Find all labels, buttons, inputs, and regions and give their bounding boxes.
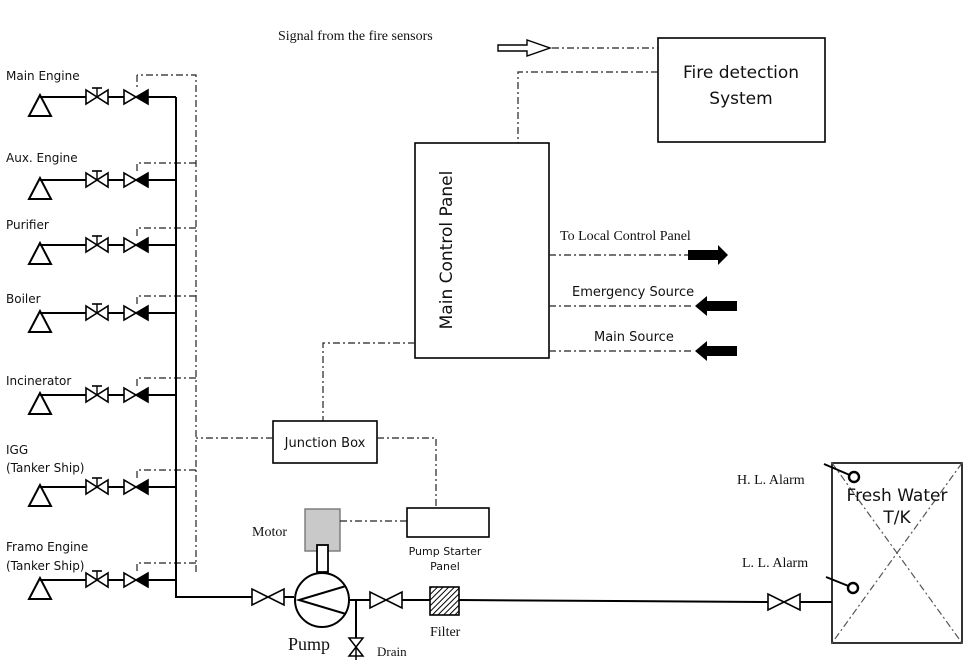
control-tap-purifier [136, 227, 196, 238]
manual-valve-aux-engine [85, 170, 109, 189]
high-level-alarm-float [847, 470, 861, 484]
manual-valve-igg [85, 477, 109, 496]
solenoid-valve-igg [123, 478, 149, 496]
manual-valve-boiler [85, 303, 109, 322]
filter-symbol [429, 586, 460, 616]
consumer-nozzle-boiler [27, 308, 53, 333]
control-tap-framo-engine [136, 562, 196, 573]
manual-valve-main-engine [85, 87, 109, 106]
control-tap-igg [136, 469, 196, 480]
low-level-alarm-rod [825, 576, 852, 588]
low-level-alarm-label: L. L. Alarm [742, 556, 808, 571]
suction-pipe [458, 599, 769, 603]
manual-valve-incinerator [85, 385, 109, 404]
consumer-nozzle-aux-engine [27, 175, 53, 200]
pump-starter-box [406, 507, 490, 538]
fire-detection-line1: Fire detection [683, 63, 799, 83]
pump-starter-line2: Panel [430, 560, 460, 573]
branch-framo-engine: Framo Engine (Tanker Ship) [6, 540, 196, 600]
consumer-nozzle-igg [27, 482, 53, 507]
consumer-nozzle-main-engine [27, 92, 53, 117]
control-tap-aux-engine [136, 162, 196, 173]
consumer-label-aux-engine: Aux. Engine [6, 151, 78, 165]
junction-box [272, 420, 378, 464]
low-level-alarm-float [846, 581, 860, 595]
emergency-source-arrow [695, 296, 737, 316]
drain-valve [347, 637, 365, 660]
branch-incinerator: Incinerator [6, 374, 196, 415]
pump-inlet-valve [251, 587, 285, 607]
detection-to-panel-line [517, 71, 658, 143]
filter-label: Filter [430, 625, 461, 640]
solenoid-valve-framo-engine [123, 571, 149, 589]
high-level-alarm-rod [823, 463, 853, 477]
solenoid-valve-purifier [123, 236, 149, 254]
pump-outlet-valve [369, 590, 403, 610]
valve-control-line [137, 74, 197, 572]
main-source-arrow [695, 341, 737, 361]
motor-label: Motor [252, 525, 287, 540]
pump-starter-line1: Pump Starter [409, 545, 482, 558]
consumer-label-main-engine: Main Engine [6, 69, 80, 83]
pump-symbol [294, 572, 350, 628]
pump-label: Pump [288, 634, 330, 654]
control-tap-boiler [136, 295, 196, 306]
solenoid-valve-boiler [123, 304, 149, 322]
fire-detection-line2: System [709, 89, 772, 109]
fire-detection-box [657, 37, 826, 143]
panel-to-junction-line [322, 342, 415, 421]
main-source-label: Main Source [594, 330, 674, 345]
drain-label: Drain [377, 644, 407, 659]
consumer-label-boiler: Boiler [6, 292, 41, 306]
consumer-label-igg: IGG [6, 443, 28, 457]
tank-label-line1: Fresh Water [847, 486, 948, 506]
pump-shaft [316, 544, 329, 573]
control-tap-incinerator [136, 377, 196, 388]
solenoid-valve-incinerator [123, 386, 149, 404]
consumer-label-framo-engine: Framo Engine [6, 540, 88, 554]
consumer-label-purifier: Purifier [6, 218, 49, 232]
consumer-nozzle-incinerator [27, 390, 53, 415]
tank-valve [767, 592, 801, 612]
consumer-nozzle-framo-engine [27, 575, 53, 600]
main-control-panel-box [414, 142, 550, 359]
solenoid-valve-aux-engine [123, 171, 149, 189]
branch-purifier: Purifier [6, 218, 196, 265]
local-panel-label: To Local Control Panel [560, 229, 691, 244]
consumer-label-incinerator: Incinerator [6, 374, 71, 388]
tank-label-line2: T/K [882, 508, 911, 528]
signal-label: Signal from the fire sensors [278, 29, 433, 44]
consumer-nozzle-purifier [27, 240, 53, 265]
branch-main-engine: Main Engine [6, 69, 176, 117]
junction-box-label: Junction Box [284, 436, 366, 451]
branch-boiler: Boiler [6, 292, 196, 333]
manual-valve-purifier [85, 235, 109, 254]
main-control-panel-label: Main Control Panel [437, 171, 457, 330]
emergency-source-label: Emergency Source [572, 285, 694, 300]
junction-to-starter-line [377, 437, 437, 508]
consumer-label-igg: (Tanker Ship) [6, 461, 85, 475]
tank-cross-2 [831, 462, 963, 644]
local-panel-arrow [688, 245, 728, 265]
high-level-alarm-label: H. L. Alarm [737, 473, 805, 488]
signal-arrow [497, 39, 553, 57]
consumer-label-framo-engine: (Tanker Ship) [6, 559, 85, 573]
header-pipe [175, 97, 252, 598]
branch-igg: IGG (Tanker Ship) [6, 443, 196, 507]
manual-valve-framo-engine [85, 570, 109, 589]
branch-aux-engine: Aux. Engine [6, 151, 196, 200]
solenoid-valve-main-engine [123, 88, 149, 106]
